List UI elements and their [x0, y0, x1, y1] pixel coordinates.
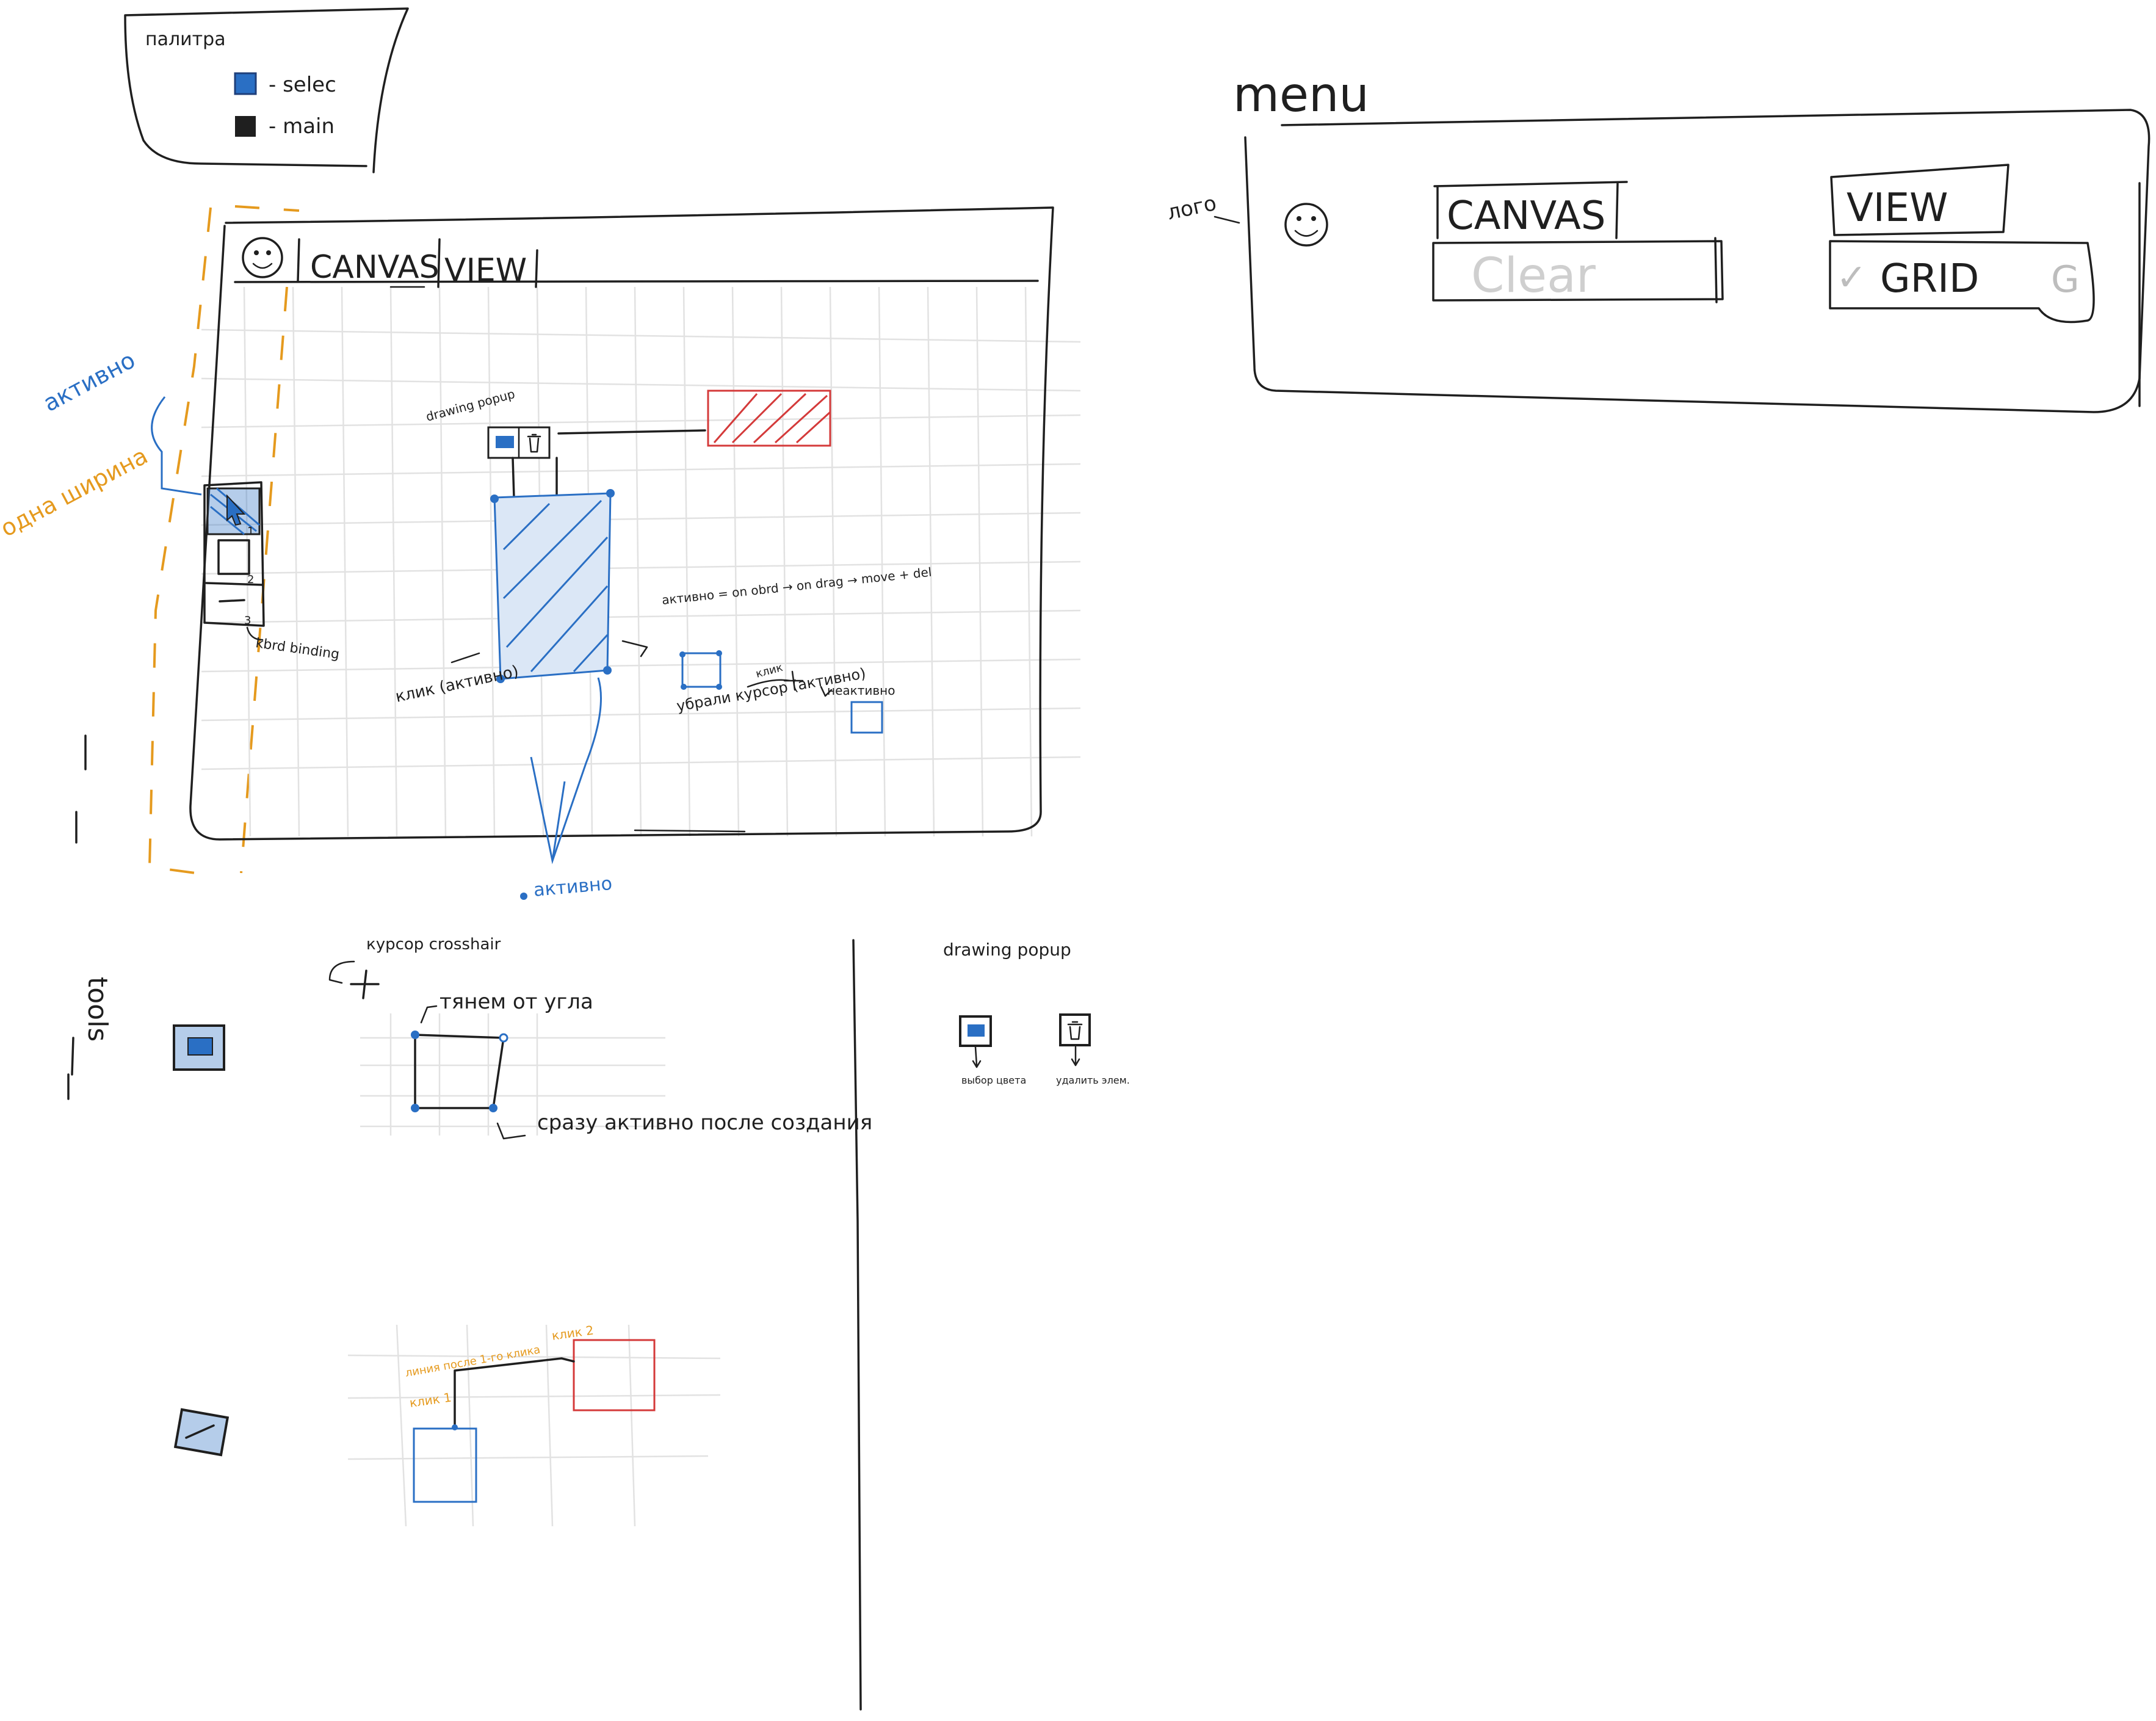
smiley-face-icon[interactable] — [242, 237, 283, 278]
menu-grid-item[interactable]: ✓ GRID G — [1829, 240, 2095, 324]
tool-select[interactable] — [206, 487, 261, 535]
canvas-drawing-popup — [487, 426, 551, 459]
note-toolbar-width: одна ширина — [0, 442, 152, 542]
smiley-face-icon[interactable] — [1284, 203, 1328, 247]
rect-tool-icon — [173, 1024, 225, 1071]
menu-side-note: логo — [1165, 191, 1219, 225]
connector-tool-demo: клик 1 клик 2 линия после 1-го клика — [173, 1323, 721, 1527]
svg-text:tools: tools — [82, 977, 113, 1042]
canvas-menu-view[interactable]: VIEW — [444, 252, 527, 289]
selected-blue-rect[interactable] — [490, 489, 615, 683]
note-drawing-popup: drawing popup — [424, 386, 516, 424]
note-inactive: неактивно — [827, 683, 895, 698]
svg-text:Clear: Clear — [1471, 248, 1596, 303]
note-active-after-create: сразу активно после создания — [537, 1110, 872, 1135]
menu-canvas-item[interactable]: CANVAS — [1433, 181, 1628, 239]
svg-text:GRID: GRID — [1880, 256, 1979, 302]
palette-select-label: - selec — [269, 73, 336, 97]
svg-text:VIEW: VIEW — [1847, 186, 1948, 231]
note-click-1: клик 1 — [408, 1390, 452, 1410]
menu-view-item[interactable]: VIEW — [1830, 164, 2009, 236]
canvas-window-sketch: CANVAS VIEW 1 2 3 kbrd binding а — [0, 205, 1081, 901]
color-swatch-icon[interactable] — [496, 436, 514, 448]
grid-shortcut: G — [2051, 258, 2080, 301]
palette-select-swatch — [234, 72, 257, 95]
cursor-arrow-icon — [226, 494, 246, 526]
popup-legend: drawing popup выбор цвета удалить элем. — [943, 940, 1130, 1086]
red-target-rect[interactable] — [707, 389, 831, 447]
canvas-grid — [201, 286, 1081, 837]
note-active-bottom: активно — [533, 873, 613, 901]
trash-icon[interactable] — [527, 433, 541, 453]
color-swatch-icon[interactable] — [959, 1015, 992, 1047]
connector-source-rect[interactable] — [413, 1427, 477, 1503]
trash-icon[interactable] — [1059, 1013, 1091, 1046]
small-blue-box-active[interactable] — [679, 650, 722, 690]
menu-sketch-title: menu — [1233, 68, 1369, 123]
connector-target-rect[interactable] — [573, 1339, 656, 1411]
rect-being-drawn — [411, 1031, 508, 1112]
color-pick-note: выбор цвета — [961, 1074, 1026, 1086]
note-active-conditions: активно = on obrd → on drag → move + del — [661, 565, 932, 607]
canvas-menu-canvas[interactable]: CANVAS — [310, 249, 440, 286]
menu-clear-item[interactable]: Clear — [1432, 237, 1724, 303]
popup-legend-title: drawing popup — [943, 940, 1071, 960]
grid-check-mark: ✓ — [1836, 256, 1867, 299]
note-cursor-crosshair: курсор crosshair — [366, 935, 501, 954]
connector-tool-icon — [173, 1408, 230, 1457]
svg-text:1: 1 — [247, 525, 254, 538]
palette-main-swatch — [235, 116, 256, 137]
note-drag-corner: тянем от угла — [440, 990, 593, 1014]
tool-rect[interactable] — [217, 539, 250, 575]
canvas-toolbar: 1 2 3 — [203, 481, 265, 627]
palette-title: палитра — [145, 29, 226, 50]
section-divider — [852, 939, 862, 1711]
note-line-after-click: линия после 1-го клика — [404, 1343, 541, 1380]
rect-tool-demo: курсор crosshair тянем от угла сразу акт… — [173, 935, 872, 1140]
note-active-top: активно — [39, 346, 140, 417]
svg-text:CANVAS: CANVAS — [1447, 194, 1605, 239]
menu-sketch: menu логo CANVAS Clear VIEW ✓ GRI — [1165, 68, 2151, 413]
tool-line[interactable] — [219, 599, 245, 603]
palette-card: палитра - selec - main — [124, 7, 409, 173]
svg-text:3: 3 — [244, 614, 251, 627]
tools-section-label: tools — [67, 734, 113, 1100]
svg-text:2: 2 — [247, 573, 254, 586]
small-blue-box-inactive[interactable] — [850, 701, 883, 734]
palette-main-label: - main — [269, 114, 335, 139]
delete-element-note: удалить элем. — [1056, 1074, 1130, 1086]
